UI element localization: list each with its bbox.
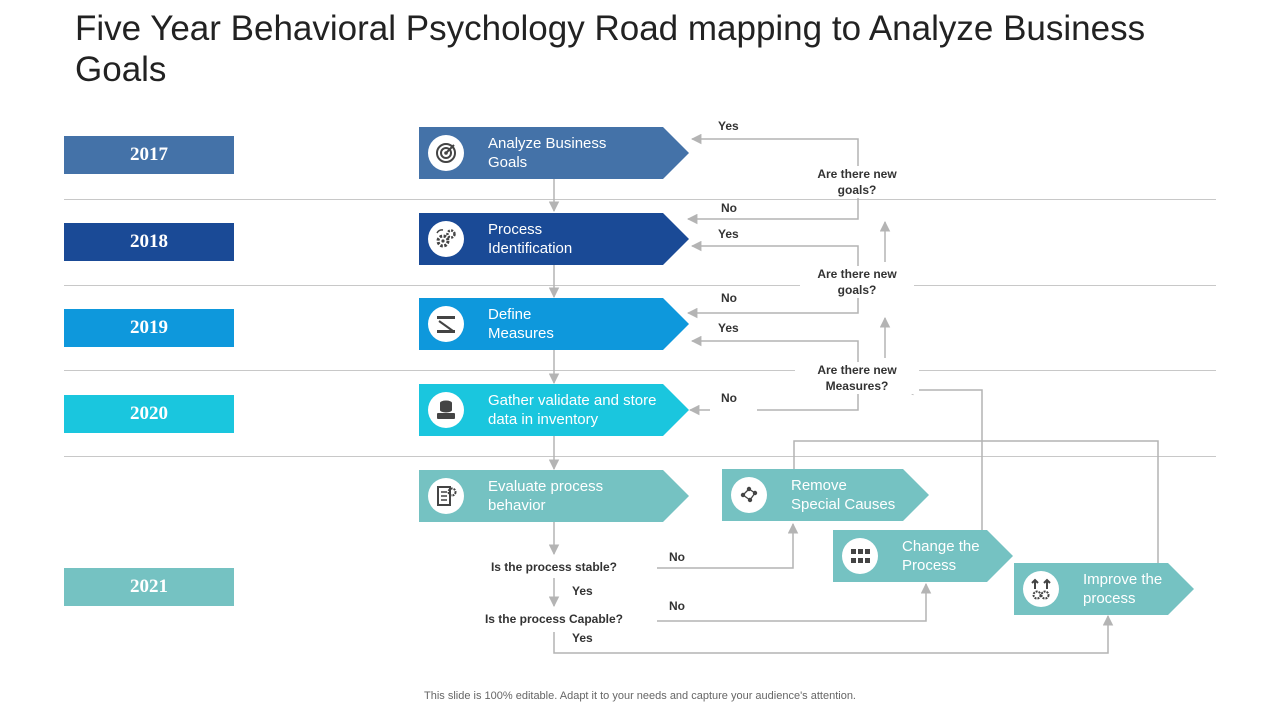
step-label: Remove Special Causes bbox=[791, 477, 896, 513]
connector-stable-no bbox=[657, 522, 799, 569]
growth-icon bbox=[1023, 571, 1059, 607]
answer-yes: Yes bbox=[718, 227, 739, 241]
report-icon bbox=[428, 478, 464, 514]
step-label: Define Measures bbox=[488, 306, 554, 342]
measures-icon bbox=[428, 306, 464, 342]
connector-measures-yes bbox=[690, 335, 859, 362]
gears-icon bbox=[428, 221, 464, 257]
connector-goals2-no bbox=[686, 298, 859, 319]
step-improve-the-process: Improve the process bbox=[1014, 563, 1194, 615]
year-label-2021: 2021 bbox=[64, 568, 234, 606]
question-process-stable: Is the process stable? bbox=[472, 559, 636, 575]
step-change-the-process: Change the Process bbox=[833, 530, 1013, 582]
row-divider bbox=[64, 285, 1216, 286]
answer-yes: Yes bbox=[572, 584, 593, 598]
year-label-2017: 2017 bbox=[64, 136, 234, 174]
step-define-measures: Define Measures bbox=[419, 298, 689, 350]
row-divider bbox=[64, 370, 1216, 371]
step-label: Evaluate process behavior bbox=[488, 478, 604, 514]
target-icon bbox=[428, 135, 464, 171]
question-process-capable: Is the process Capable? bbox=[466, 611, 642, 627]
footer-note: This slide is 100% editable. Adapt it to… bbox=[424, 690, 856, 702]
step-label: Process Identification bbox=[488, 221, 573, 257]
connector-measures-no bbox=[757, 394, 859, 411]
step-label: Improve the process bbox=[1083, 571, 1163, 607]
workflow-icon bbox=[842, 538, 878, 574]
year-label-2018: 2018 bbox=[64, 223, 234, 261]
step-process-identification: Process Identification bbox=[419, 213, 689, 265]
answer-no: No bbox=[721, 291, 737, 305]
network-icon bbox=[731, 477, 767, 513]
answer-no: No bbox=[669, 550, 685, 564]
step-label: Gather validate and store data in invent… bbox=[488, 392, 657, 428]
step-label: Analyze Business Goals bbox=[488, 135, 607, 171]
connector-goals1-no bbox=[686, 198, 859, 225]
row-divider bbox=[64, 199, 1216, 200]
connector-capable-yes bbox=[553, 614, 1114, 654]
step-label: Change the Process bbox=[902, 538, 980, 574]
question-new-goals-1: Are there new goals? bbox=[800, 166, 914, 198]
answer-yes: Yes bbox=[718, 321, 739, 335]
year-label-2019: 2019 bbox=[64, 309, 234, 347]
row-divider bbox=[64, 456, 1216, 457]
step-evaluate-process-behavior: Evaluate process behavior bbox=[419, 470, 689, 522]
connector-goals2-yes bbox=[690, 240, 859, 266]
answer-no: No bbox=[669, 599, 685, 613]
database-icon bbox=[428, 392, 464, 428]
answer-no: No bbox=[721, 201, 737, 215]
connector-remove-improve-loop bbox=[793, 440, 1159, 564]
page-title: Five Year Behavioral Psychology Road map… bbox=[75, 9, 1146, 89]
answer-no: No bbox=[721, 391, 737, 405]
step-gather-data: Gather validate and store data in invent… bbox=[419, 384, 689, 436]
answer-yes: Yes bbox=[718, 119, 739, 133]
step-remove-special-causes: Remove Special Causes bbox=[722, 469, 929, 521]
connector-change-to-measures bbox=[902, 384, 983, 530]
year-label-2020: 2020 bbox=[64, 395, 234, 433]
answer-yes: Yes bbox=[572, 631, 593, 645]
connector-capable-no bbox=[657, 582, 932, 622]
connector-goals1-yes bbox=[690, 133, 859, 166]
question-new-measures: Are there new Measures? bbox=[795, 362, 919, 394]
question-new-goals-2: Are there new goals? bbox=[800, 266, 914, 298]
step-analyze-business-goals: Analyze Business Goals bbox=[419, 127, 689, 179]
